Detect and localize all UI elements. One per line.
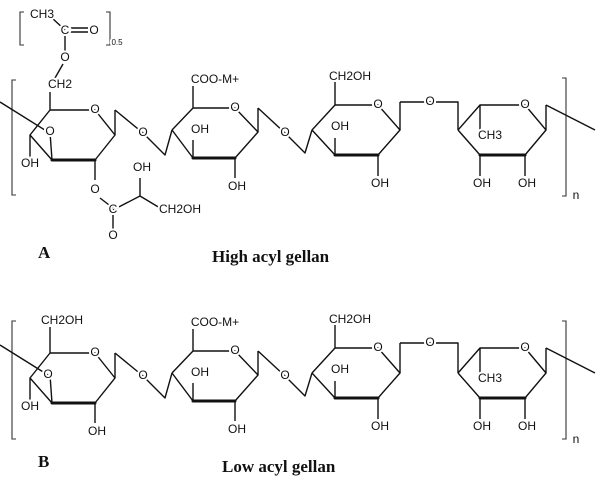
link2-o: O bbox=[280, 368, 289, 382]
repeat-n: n bbox=[573, 188, 580, 202]
glyceryl-ch2oh: CH2OH bbox=[159, 202, 201, 216]
ring3-ch2oh: CH2OH bbox=[329, 312, 371, 326]
link2-bonds bbox=[257, 350, 313, 397]
link1-o: O bbox=[138, 125, 147, 139]
ring4-oh-left: OH bbox=[473, 419, 491, 433]
acetyl-subscript: 0.5 bbox=[111, 38, 123, 47]
ring1-bonds bbox=[0, 92, 161, 230]
high-acyl-gellan-structure: CH3 C O 0.5 O CH2 n O O OH O C O OH CH2O… bbox=[0, 5, 596, 266]
link1-bonds bbox=[114, 109, 173, 156]
ring1-o: O bbox=[90, 102, 99, 116]
link3-bonds bbox=[399, 342, 459, 373]
link1-bonds bbox=[114, 352, 173, 399]
ring2-carboxylate: COO-M+ bbox=[191, 72, 239, 86]
ring1-oh: OH bbox=[21, 156, 39, 170]
link3-o: O bbox=[425, 94, 434, 108]
ring4-o: O bbox=[520, 340, 529, 354]
ring2-oh-bottom: OH bbox=[228, 422, 246, 436]
ch2: CH2 bbox=[48, 77, 72, 91]
ring3-oh-bottom: OH bbox=[371, 176, 389, 190]
ring2-oh-bottom: OH bbox=[228, 179, 246, 193]
link3-bonds bbox=[399, 101, 459, 130]
ring4-ch3: CH3 bbox=[478, 371, 502, 385]
ring2-bonds bbox=[171, 86, 259, 178]
link2-o: O bbox=[280, 125, 289, 139]
ring1-oh-left: OH bbox=[21, 399, 39, 413]
repeat-bracket-left bbox=[11, 79, 16, 196]
ring2-oh-top: OH bbox=[191, 122, 209, 136]
link3-o: O bbox=[425, 335, 434, 349]
acetyl-bonds bbox=[51, 17, 88, 79]
link1-o: O bbox=[138, 368, 147, 382]
ester-o: O bbox=[90, 182, 99, 196]
ring2-o: O bbox=[230, 100, 239, 114]
ring1-oh-bottom: OH bbox=[88, 424, 106, 438]
acetyl-o-double: O bbox=[89, 23, 98, 37]
glyceryl-c: C bbox=[109, 202, 118, 216]
ring3-oh-top: OH bbox=[331, 119, 349, 133]
repeat-bracket-left bbox=[11, 320, 16, 440]
ring3-bonds bbox=[311, 82, 401, 176]
ring1-ch2oh: CH2OH bbox=[41, 313, 83, 327]
ring4-oh-left: OH bbox=[473, 176, 491, 190]
title-a: High acyl gellan bbox=[212, 247, 330, 266]
label-a: A bbox=[38, 243, 51, 262]
ring4-oh-right: OH bbox=[518, 419, 536, 433]
ring4-ch3: CH3 bbox=[478, 128, 502, 142]
ring1-bridge-o: O bbox=[45, 124, 54, 138]
ring3-o: O bbox=[373, 340, 382, 354]
acetyl-c: C bbox=[61, 23, 70, 37]
ring4-oh-right: OH bbox=[518, 176, 536, 190]
glyceryl-oh: OH bbox=[133, 160, 151, 174]
repeat-bracket-right bbox=[562, 320, 567, 440]
ring4-bonds bbox=[457, 347, 596, 419]
ring4-o: O bbox=[520, 97, 529, 111]
acetyl-bracket bbox=[19, 11, 111, 46]
ring3-o: O bbox=[373, 97, 382, 111]
ring2-bonds bbox=[171, 329, 259, 421]
ring2-oh-top: OH bbox=[191, 365, 209, 379]
low-acyl-gellan-structure: n CH2OH O O OH OH O COO-M+ O OH OH O CH2… bbox=[0, 310, 596, 476]
glyceryl-carbonyl-o: O bbox=[108, 228, 117, 242]
ring1-bonds bbox=[0, 327, 116, 423]
ring3-oh-top: OH bbox=[331, 362, 349, 376]
acetyl-ch3: CH3 bbox=[30, 7, 54, 21]
repeat-n: n bbox=[573, 432, 580, 446]
ring1-bridge-o: O bbox=[43, 367, 52, 381]
ring2-carboxylate: COO-M+ bbox=[191, 315, 239, 329]
ring2-o: O bbox=[230, 343, 239, 357]
acetyl-o-link: O bbox=[60, 50, 69, 64]
ring3-bonds bbox=[311, 325, 401, 419]
ring1-o: O bbox=[90, 345, 99, 359]
label-b: B bbox=[38, 452, 49, 471]
ring3-oh-bottom: OH bbox=[371, 419, 389, 433]
title-b: Low acyl gellan bbox=[222, 457, 336, 476]
ring3-ch2oh: CH2OH bbox=[329, 69, 371, 83]
repeat-bracket-right bbox=[562, 77, 567, 197]
link2-bonds bbox=[257, 107, 313, 154]
ring4-bonds bbox=[457, 104, 596, 176]
